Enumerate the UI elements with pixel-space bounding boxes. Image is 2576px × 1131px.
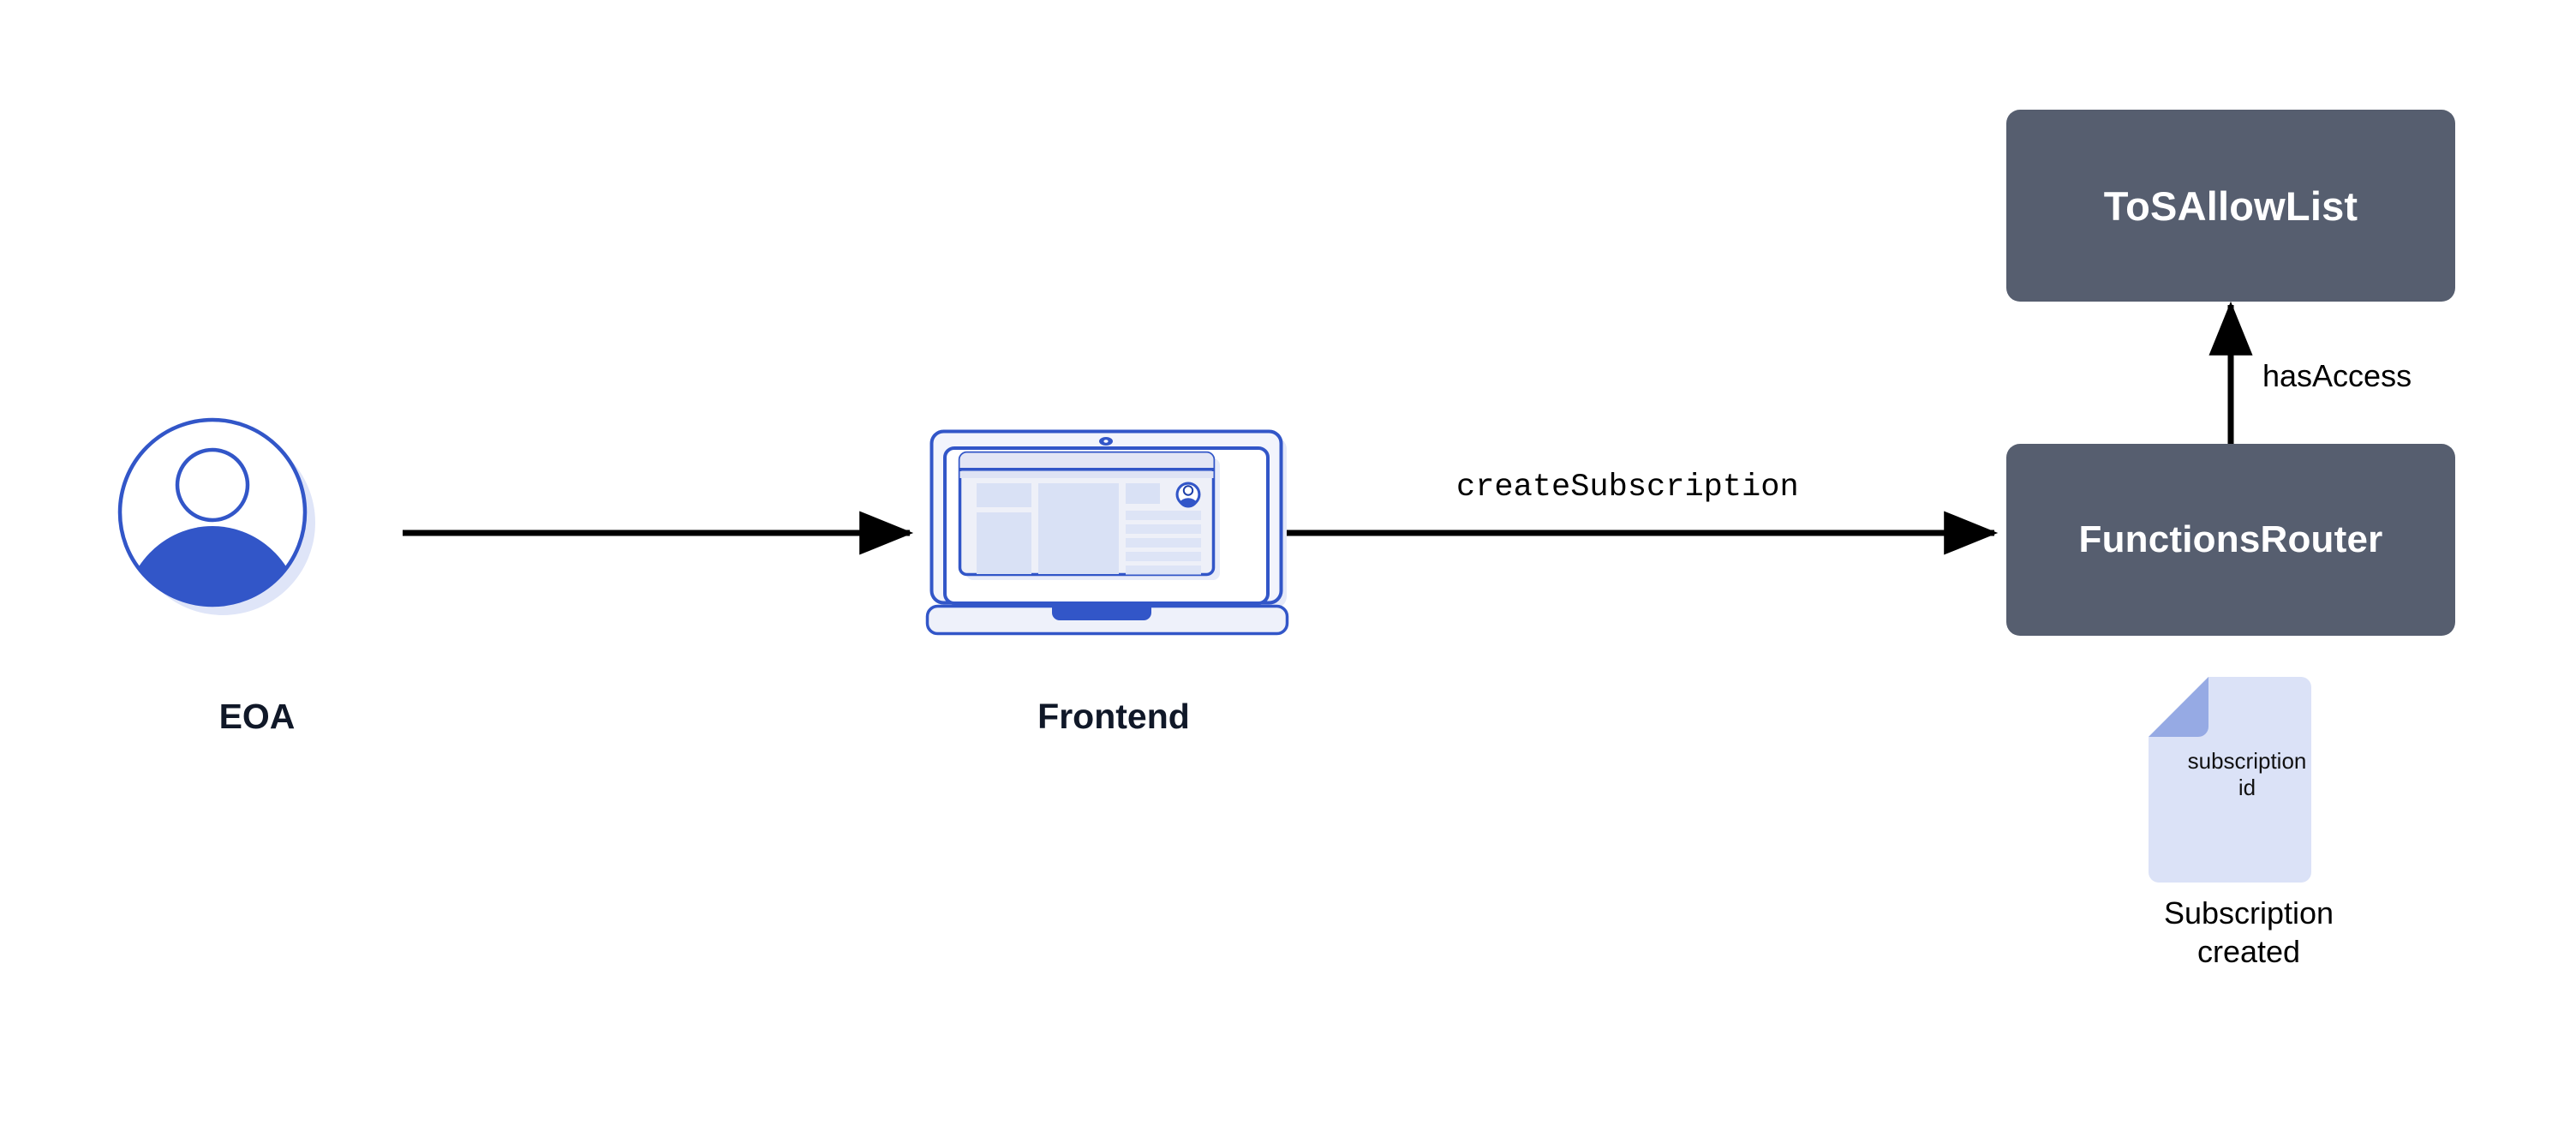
document-text-line-2: id: [2238, 775, 2256, 801]
node-tos-allow-list-label: ToSAllowList: [2103, 183, 2358, 229]
document-text-line-1: subscription: [2187, 748, 2307, 774]
screen-avatar-icon: [1175, 482, 1201, 508]
document-glyph-text: subscription id: [2149, 748, 2346, 801]
subscription-created-caption: Subscription created: [2073, 894, 2424, 972]
laptop-icon: [925, 427, 1300, 658]
node-functions-router[interactable]: FunctionsRouter: [2006, 444, 2455, 636]
document-icon: [2149, 677, 2311, 883]
user-avatar-icon: [117, 416, 315, 615]
node-tos-allow-list[interactable]: ToSAllowList: [2006, 110, 2455, 302]
edge-label-has-access: hasAccess: [2262, 358, 2412, 393]
edge-label-create-subscription: createSubscription: [1456, 470, 1799, 506]
node-functions-router-label: FunctionsRouter: [2078, 518, 2383, 560]
caption-line-2: created: [2196, 934, 2301, 970]
caption-line-1: Subscription: [2163, 895, 2334, 931]
node-frontend-label: Frontend: [1037, 697, 1190, 736]
node-eoa-label: EOA: [218, 697, 296, 736]
